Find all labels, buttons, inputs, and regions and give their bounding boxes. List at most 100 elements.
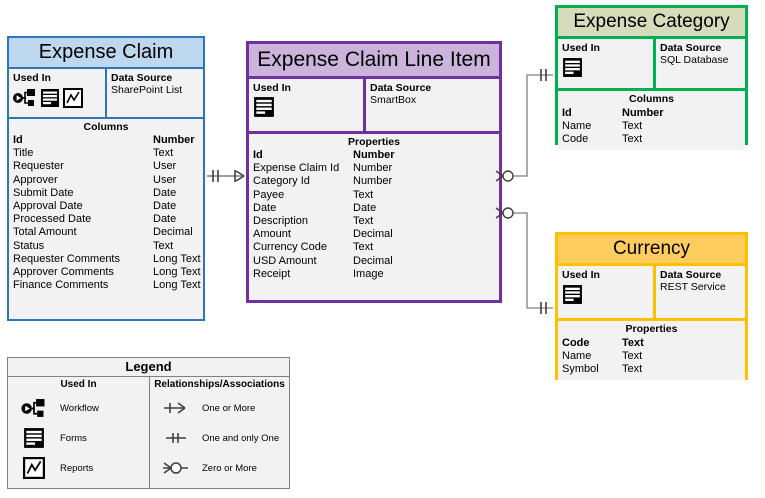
entity-title: Expense Category	[558, 8, 745, 39]
used-in-cell: Used In	[249, 79, 366, 131]
used-in-label: Used In	[562, 42, 600, 54]
data-source-cell: Data Source SQL Database	[656, 39, 745, 88]
field-type: Long Text	[153, 252, 201, 265]
field-type: Text	[353, 241, 374, 254]
legend-item-label: Reports	[60, 462, 94, 474]
field-row: Amount Decimal	[249, 228, 499, 241]
field-name: Id	[562, 107, 572, 119]
legend-title: Legend	[8, 358, 289, 377]
data-source-label: Data Source	[370, 82, 432, 94]
data-source-label: Data Source	[111, 72, 173, 84]
field-type: Text	[353, 215, 374, 228]
used-in-icons	[562, 283, 649, 305]
workflow-icon	[8, 398, 60, 419]
data-source-cell: Data Source REST Service	[656, 266, 745, 318]
field-type: Number	[353, 149, 395, 161]
field-type: Number	[353, 175, 393, 188]
legend-relationships-column: Relationships/Associations One or More	[150, 377, 289, 489]
relationship-claim-to-lineitem	[207, 170, 245, 182]
field-name: Id	[253, 149, 263, 161]
fields-header: Columns	[629, 93, 674, 105]
entity-title: Expense Claim	[9, 38, 203, 69]
field-type: Number	[622, 107, 664, 119]
legend-item: Zero or More	[150, 453, 289, 483]
field-type: Text	[353, 188, 374, 201]
entity-expense-category[interactable]: Expense Category Used In Data Source SQL…	[555, 5, 748, 150]
legend-item: Forms	[8, 423, 149, 453]
field-type: Decimal	[153, 226, 193, 239]
forms-icon	[8, 427, 60, 449]
entity-currency[interactable]: Currency Used In Data Source REST Servic…	[555, 232, 748, 380]
data-source-value: SQL Database	[660, 54, 729, 66]
one-or-more-icon	[150, 400, 202, 416]
field-type: Text	[622, 337, 644, 349]
field-row: Payee Text	[249, 189, 499, 202]
field-name: Submit Date	[13, 186, 74, 199]
field-name: Name	[562, 120, 592, 133]
field-type: Date	[153, 213, 177, 226]
field-type: Decimal	[353, 254, 393, 267]
field-type: Text	[622, 120, 643, 133]
used-in-cell: Used In	[9, 69, 107, 117]
used-in-label: Used In	[13, 72, 51, 84]
field-type: Date	[153, 186, 177, 199]
field-name: Category Id	[253, 175, 310, 188]
field-name: Code	[562, 337, 590, 349]
reports-icon	[8, 457, 60, 479]
field-name: Finance Comments	[13, 279, 109, 292]
used-in-cell: Used In	[558, 266, 656, 318]
used-in-icons	[253, 96, 359, 118]
field-name: Expense Claim Id	[253, 162, 340, 175]
field-name: Requester Comments	[13, 252, 120, 265]
field-name: Payee	[253, 188, 285, 201]
field-row: Name Text	[558, 120, 745, 133]
reports-icon	[63, 88, 83, 108]
workflow-icon	[13, 88, 37, 108]
field-type: Long Text	[153, 266, 201, 279]
entity-meta-row: Used In	[9, 69, 203, 119]
field-name: USD Amount	[253, 254, 317, 267]
forms-icon	[40, 88, 60, 108]
field-name: Total Amount	[13, 226, 77, 239]
legend-item-label: Zero or More	[202, 462, 257, 474]
field-row: Id Number	[249, 149, 499, 162]
field-name: Processed Date	[13, 213, 92, 226]
forms-icon	[253, 96, 275, 118]
entity-expense-claim[interactable]: Expense Claim Used In	[7, 36, 205, 321]
field-name: Amount	[253, 228, 291, 241]
entity-expense-claim-line-item[interactable]: Expense Claim Line Item Used In Data Sou…	[246, 41, 502, 303]
used-in-icons	[562, 56, 649, 78]
entity-meta-row: Used In Data Source REST Service	[558, 266, 745, 321]
field-name: Code	[562, 133, 589, 146]
field-type: Text	[153, 239, 174, 252]
data-source-value: SharePoint List	[111, 84, 183, 96]
field-type: User	[153, 173, 177, 186]
legend-item-label: Forms	[60, 432, 87, 444]
data-source-label: Data Source	[660, 269, 722, 281]
field-type: Decimal	[353, 228, 393, 241]
legend-used-in-header: Used In	[60, 379, 97, 390]
legend-item: One or More	[150, 393, 289, 423]
field-name: Requester	[13, 160, 64, 173]
field-type: Long Text	[153, 279, 201, 292]
forms-icon	[562, 57, 583, 78]
field-name: Status	[13, 239, 45, 252]
field-type: User	[153, 160, 177, 173]
field-name: Id	[13, 134, 23, 146]
field-type: Text	[622, 350, 643, 363]
forms-icon	[562, 284, 583, 305]
entity-meta-row: Used In Data Source SQL Database	[558, 39, 745, 91]
field-row: Submit Date Date	[9, 187, 203, 200]
field-type: Text	[153, 147, 174, 160]
